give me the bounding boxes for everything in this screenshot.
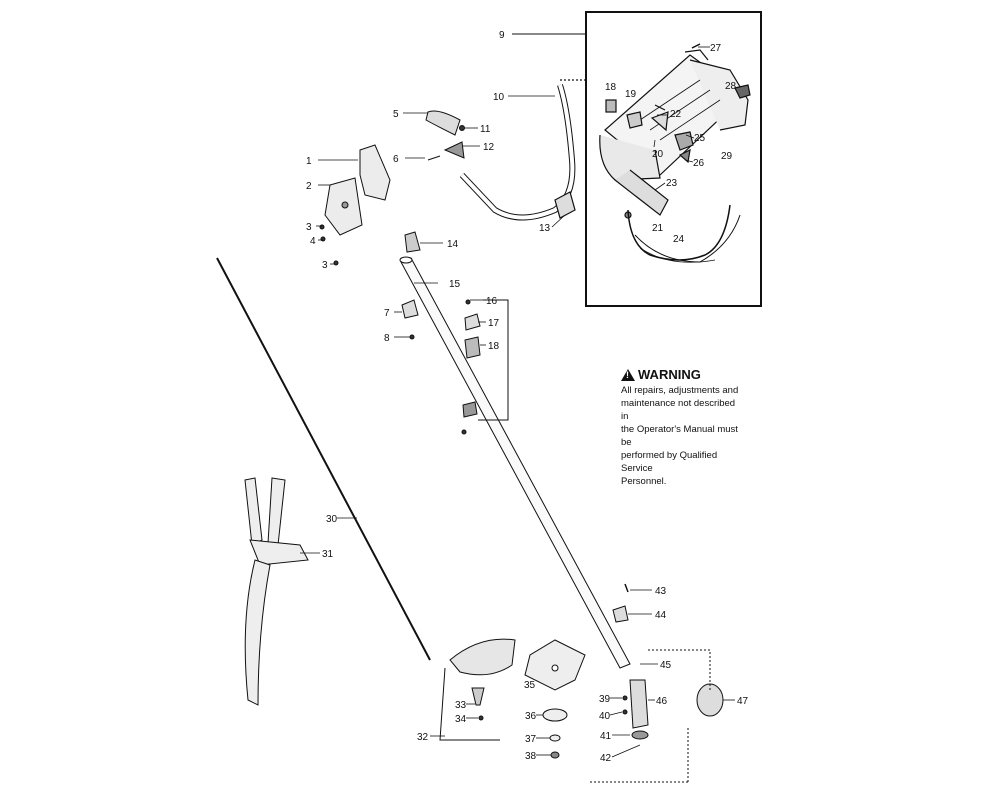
clamp-parts	[401, 299, 509, 435]
callout-21: 20	[652, 149, 664, 160]
callout-1: 1	[306, 156, 312, 167]
callout-labels-2: 18 19 20 21 22 23 24 25 26 27 28 29 30 3…	[300, 43, 749, 764]
callout-5: 5	[393, 109, 399, 120]
callout-labels: 1 2 3 3 4 5 6 7 8 9 10 11 12 13 14 15 16…	[306, 30, 566, 352]
callout-10: 10	[493, 92, 505, 103]
warning-line: performed by Qualified Service	[621, 450, 718, 474]
callout-30: 29	[721, 151, 733, 162]
clamp-part	[404, 231, 421, 253]
engine-assembly	[599, 43, 751, 263]
callout-46: 45	[660, 660, 672, 671]
callout-41: 40	[599, 711, 611, 722]
bracket-parts	[319, 144, 391, 266]
callout-11: 11	[480, 124, 491, 135]
callout-36: 35	[524, 680, 536, 691]
callout-12: 12	[483, 142, 495, 153]
drive-shaft	[216, 257, 431, 661]
blade-parts	[524, 639, 586, 759]
warning-line: All repairs, adjustments and	[621, 385, 739, 396]
callout-23: 22	[670, 109, 682, 120]
warning-line: maintenance not described in	[621, 398, 736, 422]
callout-3b: 3	[322, 260, 328, 271]
harness	[244, 477, 309, 706]
callout-31: 30	[326, 514, 338, 525]
callout-39: 38	[525, 751, 537, 762]
callout-28: 27	[710, 43, 722, 54]
callout-38: 37	[525, 734, 537, 745]
callout-3: 3	[306, 222, 312, 233]
callout-40: 39	[599, 694, 611, 705]
callout-18: 18	[488, 341, 500, 352]
callout-17: 17	[488, 318, 500, 329]
engine-inset-frame	[585, 11, 762, 307]
callout-27: 26	[693, 158, 705, 169]
warning-title: WARNING	[621, 367, 739, 382]
callout-25: 24	[673, 234, 685, 245]
callout-43: 42	[600, 753, 612, 764]
warning-box: WARNING All repairs, adjustments and mai…	[621, 367, 739, 488]
warning-body: All repairs, adjustments and maintenance…	[621, 384, 739, 488]
callout-45: 44	[655, 610, 667, 621]
warning-line: Personnel.	[621, 476, 667, 487]
callout-33: 32	[417, 732, 429, 743]
callout-19i: 18	[605, 82, 617, 93]
callout-16: 16	[486, 296, 498, 307]
callout-48: 47	[737, 696, 749, 707]
callout-24: 23	[666, 178, 678, 189]
callout-42: 41	[600, 731, 612, 742]
callout-29: 28	[725, 81, 737, 92]
callout-14: 14	[447, 239, 459, 250]
guard	[439, 638, 516, 741]
warning-title-text: WARNING	[638, 367, 701, 382]
callout-47: 46	[656, 696, 668, 707]
gearbox-parts	[590, 583, 724, 783]
warning-triangle-icon	[621, 368, 635, 381]
callout-13: 13	[539, 223, 551, 234]
callout-8: 8	[384, 333, 390, 344]
warning-line: the Operator's Manual must be	[621, 424, 738, 448]
callout-6: 6	[393, 154, 399, 165]
callout-26: 25	[694, 133, 706, 144]
callout-22: 21	[652, 223, 664, 234]
callout-20: 19	[625, 89, 637, 100]
callout-2: 2	[306, 181, 312, 192]
callout-9: 9	[499, 30, 505, 41]
loop-handle	[459, 79, 588, 221]
callout-15: 15	[449, 279, 461, 290]
callout-7: 7	[384, 308, 390, 319]
callout-35: 34	[455, 714, 467, 725]
boom-tube	[399, 256, 631, 669]
callout-32: 31	[322, 549, 334, 560]
callout-34: 33	[455, 700, 467, 711]
handle-parts	[425, 110, 465, 161]
callout-4: 4	[310, 236, 316, 247]
callout-37: 36	[525, 711, 537, 722]
callout-44: 43	[655, 586, 667, 597]
